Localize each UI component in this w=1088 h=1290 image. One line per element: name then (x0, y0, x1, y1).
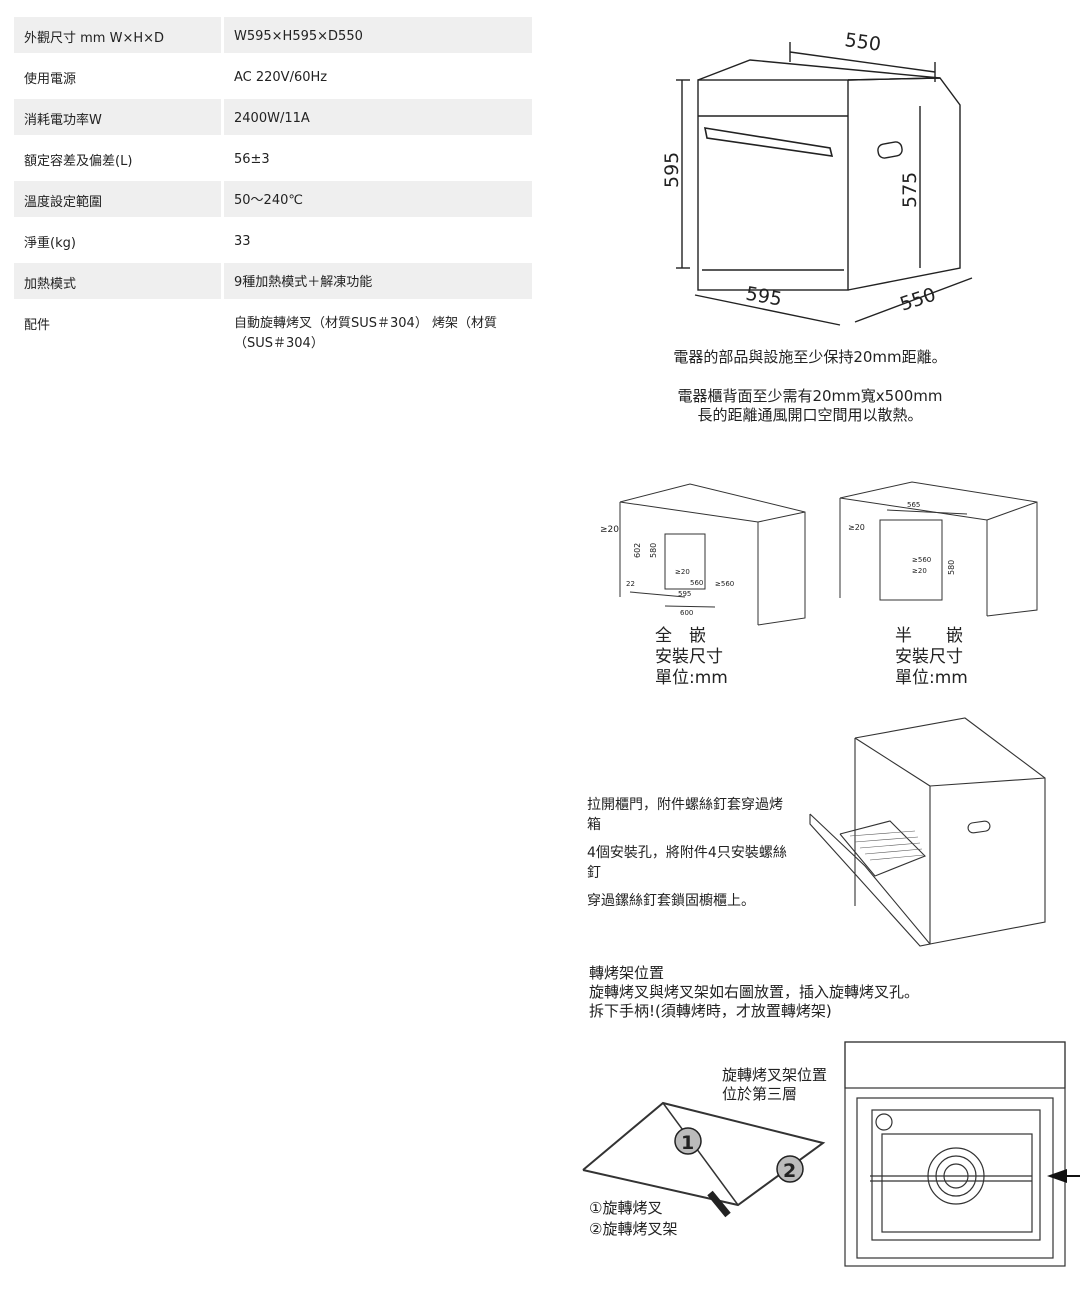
clearance-note-2: 電器櫃背面至少需有20mm寬x500mm 長的距離通風開口空間用以散熱。 (600, 387, 1020, 425)
rotisserie-instructions: 轉烤架位置 旋轉烤叉與烤叉架如右圖放置，插入旋轉烤叉孔。 拆下手柄!(須轉烤時，… (589, 964, 919, 1021)
oven-dimension-diagram: 550 595 575 595 550 (661, 29, 973, 326)
spec-value: 2400W/11A (222, 99, 532, 135)
spec-row: 外觀尺寸 mm W×H×D W595×H595×D550 (14, 17, 532, 53)
rotisserie-line: 拆下手柄!(須轉烤時，才放置轉烤架) (589, 1002, 832, 1020)
spec-value: W595×H595×D550 (222, 17, 532, 53)
full-builtin-diagram: ≥20 602 580 ≥20 560 22 595 600 ≥560 (600, 483, 806, 626)
full-line2: 安裝尺寸 (655, 647, 723, 667)
half-line2: 安裝尺寸 (895, 647, 963, 667)
dim-inner-height: 575 (899, 172, 921, 208)
mounting-instructions: 拉開櫃門，附件螺絲釘套穿過烤箱 4個安裝孔，將附件4只安裝螺絲釘 穿過鏍絲釘套鎖… (587, 795, 792, 911)
mount-step: 拉開櫃門，附件螺絲釘套穿過烤箱 (587, 797, 783, 833)
dim-label: ≥560 (715, 580, 734, 588)
spec-row: 額定容差及偏差(L) 56±3 (14, 140, 532, 176)
spec-value: 33 (234, 234, 251, 249)
rotisserie-legend: ①旋轉烤叉 ②旋轉烤叉架 (589, 1198, 677, 1240)
mount-step: 4個安裝孔，將附件4只安裝螺絲釘 (587, 845, 787, 881)
spec-label: 外觀尺寸 mm W×H×D (14, 17, 224, 53)
clearance-note-1: 電器的部品與設施至少保持20mm距離。 (673, 348, 947, 366)
spec-row: 使用電源 AC 220V/60Hz (14, 58, 532, 94)
rotisserie-line: 旋轉烤叉與烤叉架如右圖放置，插入旋轉烤叉孔。 (589, 983, 920, 1001)
dim-label: ≥20 (675, 568, 690, 576)
spec-row: 淨重(kg) 33 (14, 222, 532, 258)
dim-label: 560 (690, 579, 703, 587)
half-builtin-diagram: 565 ≥20 ≥560 ≥20 580 (839, 481, 1038, 617)
oven-front-view (844, 1041, 1080, 1267)
spec-label: 淨重(kg) (14, 222, 224, 258)
spec-label: 配件 (14, 304, 224, 354)
spec-label: 加熱模式 (14, 263, 224, 299)
full-builtin-caption: 全 嵌 安裝尺寸 單位:mm (655, 626, 728, 689)
rotisserie-position-note: 旋轉烤叉架位置 位於第三層 (722, 1066, 827, 1104)
spec-table: 外觀尺寸 mm W×H×D W595×H595×D550 使用電源 AC 220… (14, 17, 532, 354)
spec-value: 自動旋轉烤叉（材質SUS＃304） 烤架（材質（SUS＃304） (234, 316, 497, 351)
dim-label: ≥20 (912, 567, 927, 575)
spec-value: 56±3 (234, 152, 270, 167)
mounting-diagram (809, 717, 1046, 947)
position-line: 位於第三層 (722, 1085, 798, 1103)
spec-value: AC 220V/60Hz (234, 70, 328, 85)
dim-label: 565 (907, 501, 920, 509)
spec-label: 額定容差及偏差(L) (14, 140, 224, 176)
legend-item: ②旋轉烤叉架 (589, 1220, 678, 1238)
full-title: 全 嵌 (655, 626, 706, 646)
half-builtin-caption: 半 嵌 安裝尺寸 單位:mm (895, 626, 968, 689)
spec-label: 消耗電功率W (14, 99, 224, 135)
clearance-line: 長的距離通風開口空間用以散熱。 (697, 406, 923, 424)
dim-label: 580 (947, 560, 956, 575)
half-title: 半 嵌 (895, 626, 963, 646)
dim-label: 595 (678, 590, 691, 598)
spec-row: 消耗電功率W 2400W/11A (14, 99, 532, 135)
legend-item: ①旋轉烤叉 (589, 1199, 663, 1217)
marker-2: 2 (783, 1160, 796, 1182)
clearance-line: 電器櫃背面至少需有20mm寬x500mm (677, 387, 943, 405)
spec-value: 50～240℃ (222, 181, 532, 217)
dim-label: 22 (626, 580, 635, 588)
marker-1: 1 (681, 1132, 694, 1154)
dim-label: 602 (633, 543, 642, 558)
rotisserie-heading: 轉烤架位置 (589, 964, 665, 982)
dim-label: ≥20 (600, 525, 619, 535)
dim-height: 595 (661, 152, 683, 188)
spec-row: 加熱模式 9種加熱模式＋解凍功能 (14, 263, 532, 299)
dim-side-depth: 550 (897, 284, 938, 316)
position-line: 旋轉烤叉架位置 (722, 1066, 828, 1084)
dim-label: 580 (649, 543, 658, 558)
dim-label: 600 (680, 609, 693, 617)
dim-label: ≥560 (912, 556, 931, 564)
spec-label: 溫度設定範圍 (14, 181, 224, 217)
spec-row: 溫度設定範圍 50～240℃ (14, 181, 532, 217)
spec-row: 配件 自動旋轉烤叉（材質SUS＃304） 烤架（材質（SUS＃304） (14, 304, 532, 354)
rotisserie-parts-diagram: 1 2 (582, 1101, 826, 1218)
spec-value: 9種加熱模式＋解凍功能 (222, 263, 532, 299)
full-unit: 單位:mm (655, 668, 728, 688)
spec-label: 使用電源 (14, 58, 224, 94)
mount-step: 穿過鏍絲釘套鎖固櫥櫃上。 (587, 893, 755, 909)
half-unit: 單位:mm (895, 668, 968, 688)
dim-label: ≥20 (848, 523, 865, 532)
dim-top-depth: 550 (843, 29, 882, 56)
